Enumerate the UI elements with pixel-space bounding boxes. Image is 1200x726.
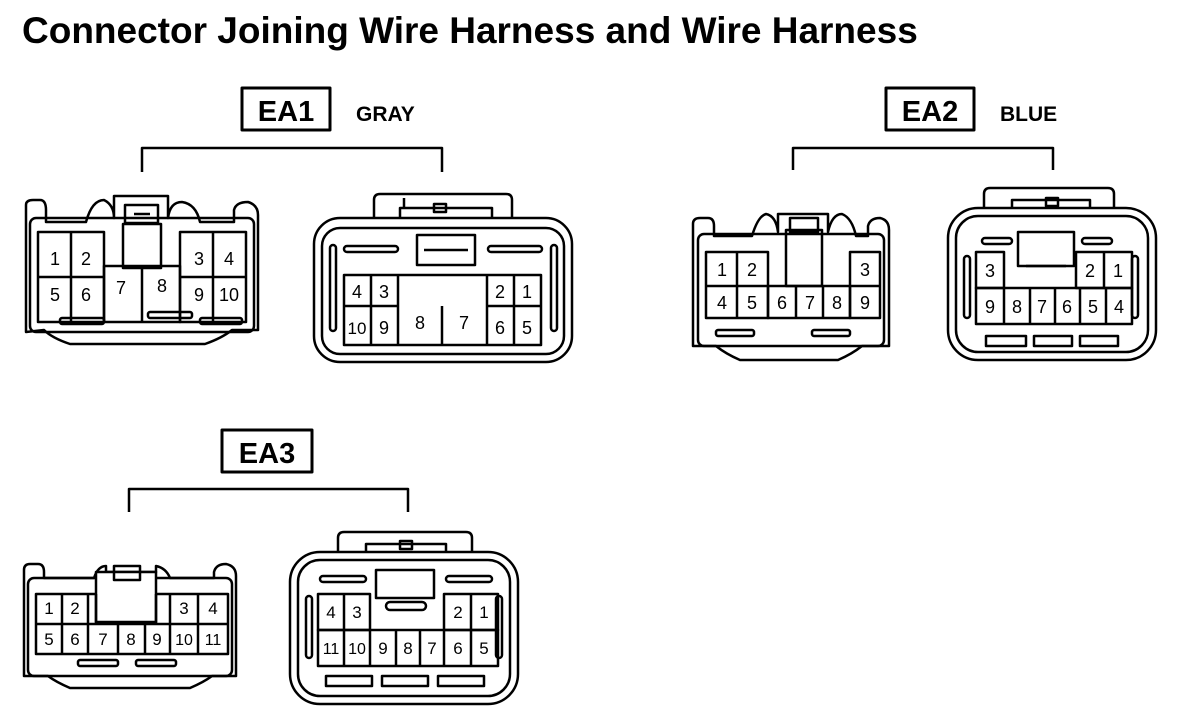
- ea2-bracket: [791, 146, 1055, 170]
- ea1-female-pin: 6: [495, 318, 505, 338]
- ea3-male-pin: 11: [205, 632, 222, 649]
- ea2-label-box: [884, 86, 976, 132]
- ea1-female-pin: 2: [495, 282, 505, 302]
- ea2-female-pin: 9: [985, 297, 995, 317]
- ea2-male-pin: 4: [717, 293, 727, 313]
- ea3-female-pin: 5: [479, 639, 488, 658]
- ea3-female-pin: 10: [348, 641, 366, 658]
- ea1-male-pin: 1: [50, 249, 60, 269]
- ea3-male-pin: 2: [70, 599, 79, 618]
- ea2-female-pin: 8: [1012, 297, 1022, 317]
- ea2-female-pin: 3: [985, 261, 995, 281]
- ea3-male-pin: 8: [126, 630, 135, 649]
- ea2-female-pin: 7: [1037, 297, 1047, 317]
- ea1-male-connector: 1 2 3 4 5 6 7 8 9 10: [24, 194, 260, 346]
- ea3-female-pin: 6: [453, 639, 462, 658]
- ea1-female-pin: 1: [522, 282, 532, 302]
- ea1-bracket: [140, 146, 444, 172]
- ea3-male-pin: 1: [44, 599, 53, 618]
- ea2-female-pin: 2: [1085, 261, 1095, 281]
- ea1-color: GRAY: [356, 103, 415, 126]
- ea1-female-pin: 3: [379, 282, 389, 302]
- ea2-male-pin: 2: [747, 260, 757, 280]
- ea2-female-pin: 1: [1113, 261, 1123, 281]
- ea3-female-pin: 8: [403, 639, 412, 658]
- ea2-group: EA2 BLUE 1 2 3 4 5 6 7 8 9: [691, 86, 1158, 362]
- ea3-female-pin: 11: [323, 641, 340, 658]
- ea3-male-pin: 6: [70, 630, 79, 649]
- ea1-female-pin: 4: [352, 282, 362, 302]
- ea1-male-pin: 2: [81, 249, 91, 269]
- ea3-female-pin: 4: [326, 603, 335, 622]
- ea2-male-connector: 1 2 3 4 5 6 7 8 9: [691, 212, 891, 362]
- ea3-male-pin: 9: [152, 630, 161, 649]
- ea3-male-pin: 3: [179, 599, 188, 618]
- ea1-male-pin: 4: [224, 249, 234, 269]
- ea2-female-pin: 4: [1114, 297, 1124, 317]
- ea1-female-pin: 8: [415, 313, 425, 333]
- ea2-male-pin: 9: [860, 293, 870, 313]
- ea3-female-pin: 1: [479, 603, 488, 622]
- ea1-group: EA1 GRAY 1 2 3 4 5 6 7: [24, 86, 574, 364]
- ea3-male-pin: 4: [208, 599, 217, 618]
- ea2-male-pin: 7: [805, 293, 815, 313]
- ea1-female-pin: 10: [348, 319, 367, 338]
- ea1-male-pin: 9: [194, 285, 204, 305]
- ea1-male-pin: 6: [81, 285, 91, 305]
- ea3-female-connector: 4 3 2 1 11 10 9 8 7 6 5: [288, 530, 520, 706]
- ea2-color: BLUE: [1000, 103, 1057, 126]
- ea2-male-pin: 5: [747, 293, 757, 313]
- ea3-bracket: [127, 487, 410, 512]
- ea2-male-pin: 6: [777, 293, 787, 313]
- ea3-label-box: [220, 428, 314, 474]
- ea1-female-pin: 9: [379, 318, 389, 338]
- ea2-male-pin: 1: [717, 260, 727, 280]
- ea1-female-connector: 4 3 2 1 10 9 8 7 6 5: [312, 192, 574, 364]
- ea3-female-pin: 7: [427, 639, 436, 658]
- ea3-female-pin: 9: [378, 639, 387, 658]
- ea1-male-pin: 7: [116, 278, 126, 298]
- ea3-male-connector: 1 2 3 4 5 6 7 8 9 10 11: [22, 562, 238, 690]
- ea3-male-pin: 5: [44, 630, 53, 649]
- ea2-female-pin: 5: [1088, 297, 1098, 317]
- ea3-male-pin: 10: [175, 632, 193, 649]
- ea2-female-connector: 3 2 1 9 8 7 6 5 4: [946, 186, 1158, 362]
- ea3-code: EA3: [239, 438, 295, 470]
- ea3-female-pin: 3: [352, 603, 361, 622]
- ea1-male-pin: 10: [219, 285, 239, 305]
- ea3-female-pin: 2: [453, 603, 462, 622]
- page-title: Connector Joining Wire Harness and Wire …: [22, 10, 918, 51]
- ea2-female-pin: 6: [1062, 297, 1072, 317]
- ea1-male-pin: 5: [50, 285, 60, 305]
- ea1-female-pin: 5: [522, 318, 532, 338]
- ea1-male-pin: 8: [157, 276, 167, 296]
- ea1-female-pin: 7: [459, 313, 469, 333]
- ea3-group: EA3 1 2 3 4 5 6 7 8: [22, 428, 520, 706]
- ea2-male-pin: 8: [832, 293, 842, 313]
- ea3-male-pin: 7: [98, 630, 107, 649]
- ea1-code: EA1: [258, 96, 314, 128]
- ea2-male-pin: 3: [860, 260, 870, 280]
- ea2-code: EA2: [902, 96, 958, 128]
- ea1-label-box: [240, 86, 332, 132]
- ea1-male-pin: 3: [194, 249, 204, 269]
